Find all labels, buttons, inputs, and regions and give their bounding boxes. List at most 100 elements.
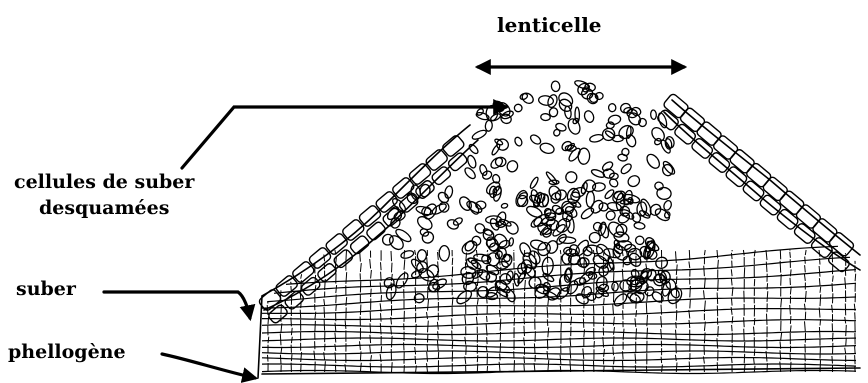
loose-cell [505, 289, 517, 304]
cell-wall [335, 323, 336, 331]
right-slope-outline [672, 100, 860, 255]
loose-cell [589, 133, 604, 143]
cell-wall [833, 276, 834, 282]
cell-wall [704, 266, 705, 277]
cell-wall [820, 360, 821, 372]
cell-wall [594, 274, 595, 283]
cell-wall [845, 317, 846, 324]
cell-wall [718, 279, 719, 291]
cell-wall [805, 291, 806, 302]
loose-cell [505, 159, 519, 173]
cell-wall [381, 346, 382, 352]
cell-wall [415, 250, 416, 255]
loose-cell [541, 113, 551, 120]
cell-wall [636, 328, 637, 340]
cell-wall [524, 356, 525, 363]
cell-wall [732, 325, 733, 331]
cell-wall [832, 305, 833, 313]
loose-cell [466, 154, 477, 169]
cell-wall [427, 363, 428, 372]
cell-wall [704, 290, 705, 299]
cell-wall [781, 274, 782, 286]
loose-cell [643, 285, 655, 297]
cell-wall [524, 338, 525, 346]
cell-wall [315, 321, 316, 331]
cell-wall [704, 333, 705, 344]
loose-cell [608, 177, 619, 188]
cell-wall [268, 355, 269, 362]
cell-wall [635, 318, 636, 327]
cell-wall [767, 314, 768, 325]
cell-wall [416, 324, 417, 336]
cell-wall [438, 331, 439, 339]
cell-wall [524, 326, 525, 336]
cell-wall [547, 319, 548, 326]
loose-cell [656, 187, 672, 200]
loose-cell [514, 136, 524, 147]
cell-wall [754, 366, 755, 372]
cell-wall [780, 261, 781, 273]
loose-cell [551, 81, 560, 92]
cell-wall [743, 250, 744, 256]
cell-wall [622, 269, 623, 281]
cell-wall [717, 338, 718, 348]
cell-wall [427, 352, 428, 362]
cell-wall [346, 297, 347, 306]
cell-wall [381, 313, 382, 321]
loose-cell [480, 253, 492, 265]
cell-wall [360, 305, 361, 316]
cell-wall [604, 366, 605, 372]
suber-cell [778, 190, 805, 216]
cell-wall [370, 259, 371, 268]
cell-wall [499, 362, 500, 372]
cell-wall [647, 315, 648, 326]
cell-wall [744, 342, 745, 352]
cell-wall [832, 356, 833, 364]
loose-cell [606, 122, 615, 130]
cell-wall [560, 250, 561, 254]
cell-wall [571, 317, 572, 326]
cell-wall [820, 294, 821, 306]
cell-wall [452, 279, 453, 288]
loose-cell [520, 91, 535, 105]
cell-wall [820, 258, 821, 264]
loose-cell [486, 216, 502, 224]
cell-wall [324, 319, 325, 330]
cell-wall [437, 340, 438, 350]
cell-layer-line [262, 351, 856, 354]
loose-cell [612, 292, 629, 308]
loose-cell [380, 232, 395, 247]
cell-wall [381, 272, 382, 281]
loose-cell [645, 152, 662, 170]
cell-wall [291, 328, 292, 335]
loose-cell [485, 120, 493, 131]
cell-wall [676, 330, 677, 341]
cell-wall [718, 260, 719, 268]
cell-wall [268, 317, 269, 325]
cell-wall [754, 318, 755, 325]
cell-wall [561, 322, 562, 331]
cell-wall [360, 351, 361, 361]
cell-wall [487, 337, 488, 344]
cell-wall [832, 283, 833, 292]
loose-cell [504, 219, 521, 236]
cell-wall [636, 310, 637, 317]
cell-wall [845, 348, 846, 354]
cell-wall [487, 366, 488, 372]
cell-wall [780, 362, 781, 372]
cell-wall [335, 344, 336, 351]
loose-cell [589, 232, 601, 243]
loose-cell [529, 133, 542, 146]
cell-wall [380, 283, 381, 294]
cell-wall [855, 355, 856, 364]
suber-cell [745, 162, 772, 188]
cell-wall [548, 299, 549, 306]
cell-wall [280, 334, 281, 346]
cell-wall [766, 262, 767, 273]
loose-cell [415, 214, 434, 232]
loose-cell [539, 142, 555, 155]
cell-wall [534, 343, 535, 353]
cell-wall [335, 333, 336, 343]
loose-cell [394, 271, 410, 290]
cell-wall [371, 289, 372, 297]
